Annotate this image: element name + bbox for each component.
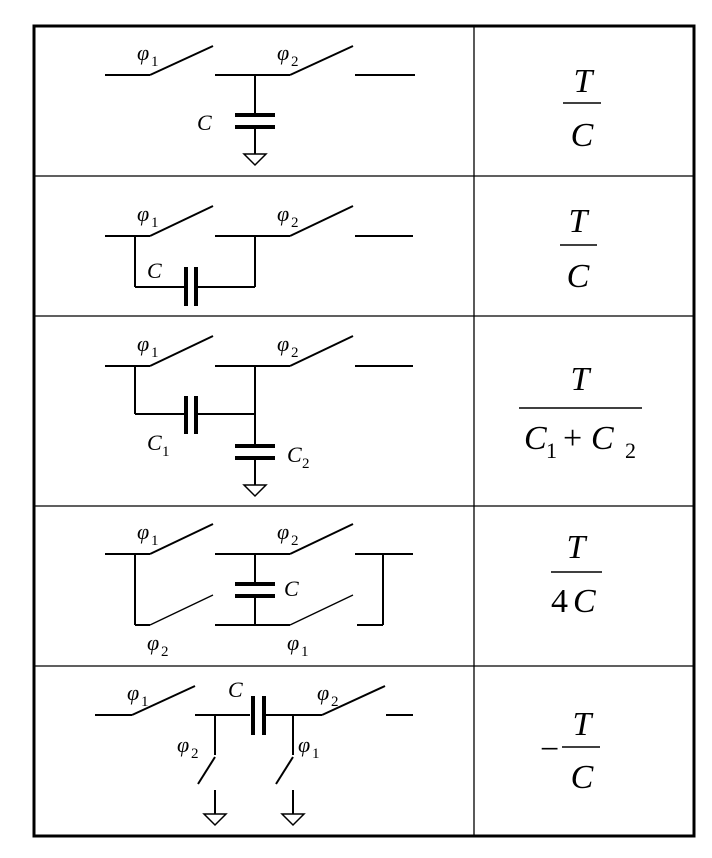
- switch-phi1: [149, 523, 214, 555]
- label-phi1-sub: 1: [151, 54, 159, 70]
- label-phi2-sub: 2: [291, 215, 299, 231]
- ground-icon: [280, 813, 306, 827]
- eq4-den-coef: 4: [551, 583, 568, 620]
- switch-phi2: [289, 523, 354, 555]
- label-phi2: φ: [277, 201, 289, 226]
- switch-phi2: [289, 45, 354, 76]
- label-phi2-vertical-sub: 2: [191, 746, 199, 762]
- label-phi1: φ: [137, 40, 149, 65]
- eq3-den-c2-sub: 2: [625, 438, 636, 463]
- row-5-equation: − T C: [540, 706, 600, 796]
- label-c: C: [147, 258, 162, 283]
- label-phi1-sub: 1: [151, 215, 159, 231]
- label-phi2-sub: 2: [291, 54, 299, 70]
- eq3-den-c2: C: [591, 420, 614, 457]
- label-phi1-vertical: φ: [298, 732, 310, 757]
- switch-phi1: [149, 45, 214, 76]
- eq3-den-c1-sub: 1: [546, 438, 557, 463]
- eq3-numerator: T: [571, 361, 592, 398]
- label-c: C: [284, 576, 299, 601]
- label-c: C: [228, 677, 243, 702]
- table-grid: [32, 24, 696, 838]
- switch-phi2: [289, 205, 354, 237]
- ground-icon: [242, 153, 268, 167]
- eq4-denominator: C: [573, 583, 596, 620]
- row-2-circuit: φ 1 φ 2 C: [105, 201, 413, 306]
- eq4-numerator: T: [567, 529, 588, 566]
- row-4-equation: T 4 C: [551, 529, 602, 620]
- eq5-numerator: T: [573, 706, 594, 743]
- label-c2: C: [287, 442, 302, 467]
- switch-phi2-lower: [149, 594, 214, 626]
- label-phi1: φ: [137, 201, 149, 226]
- ground-icon: [202, 813, 228, 827]
- switch-phi1: [149, 205, 214, 237]
- label-c: C: [197, 110, 212, 135]
- row-5-circuit: φ 1 C φ 2 φ 2 φ 1: [95, 677, 413, 827]
- label-phi1-lower-sub: 1: [301, 644, 309, 660]
- switch-phi2: [321, 685, 386, 716]
- switch-phi2: [289, 335, 354, 367]
- switch-phi2-vertical: [197, 756, 216, 785]
- label-phi2: φ: [277, 331, 289, 356]
- label-phi2: φ: [277, 40, 289, 65]
- label-c2-sub: 2: [302, 456, 310, 472]
- ground-icon: [242, 484, 268, 498]
- row-1-equation: T C: [563, 63, 601, 154]
- row-1-circuit: φ 1 φ 2 C: [105, 40, 415, 167]
- label-phi1-vertical-sub: 1: [312, 746, 320, 762]
- eq3-den-c1: C: [524, 420, 547, 457]
- eq1-numerator: T: [574, 63, 595, 100]
- label-phi1-sub: 1: [151, 533, 159, 549]
- label-phi1-sub: 1: [141, 694, 149, 710]
- label-phi1: φ: [137, 331, 149, 356]
- label-phi1: φ: [127, 680, 139, 705]
- row-3-equation: T C 1 + C 2: [519, 361, 642, 463]
- label-phi2: φ: [317, 680, 329, 705]
- eq1-denominator: C: [571, 117, 594, 154]
- switch-phi1: [149, 335, 214, 367]
- eq5-denominator: C: [571, 759, 594, 796]
- row-3-circuit: φ 1 φ 2 C 1 C 2: [105, 331, 413, 498]
- eq5-sign: −: [540, 731, 559, 768]
- label-phi2-vertical: φ: [177, 732, 189, 757]
- switch-phi1-vertical: [275, 756, 294, 785]
- label-phi2-sub: 2: [291, 345, 299, 361]
- label-phi2-lower-sub: 2: [161, 644, 169, 660]
- label-phi2-sub: 2: [331, 694, 339, 710]
- label-c1: C: [147, 430, 162, 455]
- eq2-numerator: T: [569, 203, 590, 240]
- row-4-circuit: φ 1 φ 2 C φ 2 φ 1: [105, 519, 413, 660]
- label-phi2-lower: φ: [147, 630, 159, 655]
- row-2-equation: T C: [560, 203, 597, 295]
- switch-phi1: [131, 685, 196, 716]
- eq2-denominator: C: [567, 258, 590, 295]
- label-phi1-sub: 1: [151, 345, 159, 361]
- label-phi2-sub: 2: [291, 533, 299, 549]
- label-phi1: φ: [137, 519, 149, 544]
- label-phi1-lower: φ: [287, 630, 299, 655]
- label-c1-sub: 1: [162, 444, 170, 460]
- switch-phi1-lower: [289, 594, 354, 626]
- eq3-den-plus: +: [563, 420, 582, 457]
- label-phi2: φ: [277, 519, 289, 544]
